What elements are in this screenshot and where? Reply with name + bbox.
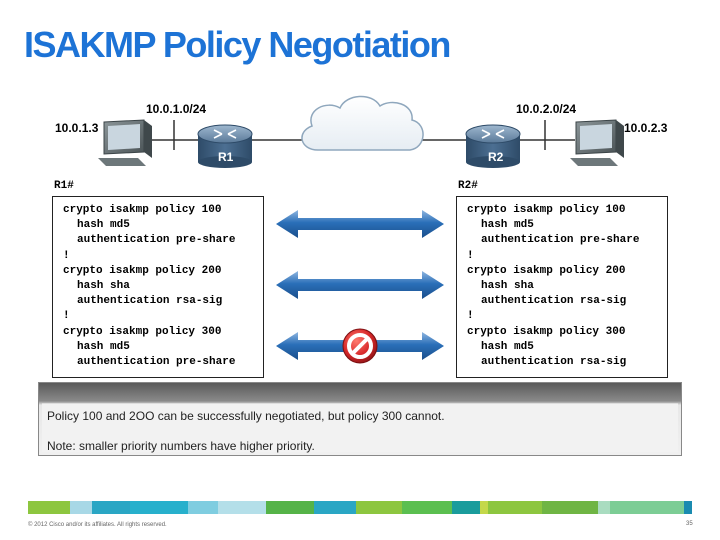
cloud-icon bbox=[301, 95, 424, 151]
negotiation-arrows bbox=[276, 210, 444, 364]
r2-config-line: authentication pre-share bbox=[481, 234, 640, 247]
pc-icon-right bbox=[570, 119, 624, 166]
note-box: Policy 100 and 2OO can be successfully n… bbox=[38, 382, 682, 456]
r2-config-line: hash sha bbox=[481, 279, 534, 292]
r2-config-box: crypto isakmp policy 100 hash md5 authen… bbox=[456, 196, 668, 378]
r2-config-line: crypto isakmp policy 100 bbox=[467, 204, 626, 216]
r1-config-line: ! bbox=[63, 249, 70, 262]
r1-config-line: crypto isakmp policy 100 bbox=[63, 204, 222, 216]
double-arrow-icon-policy-100 bbox=[276, 210, 444, 238]
r1-config-line: authentication pre-share bbox=[77, 234, 236, 247]
right-subnet-label: 10.0.2.0/24 bbox=[516, 102, 577, 116]
r1-config-line: hash sha bbox=[77, 279, 130, 292]
r1-config-line: authentication rsa-sig bbox=[77, 295, 223, 308]
note-content: Policy 100 and 2OO can be successfully n… bbox=[42, 403, 678, 453]
double-arrow-icon-policy-200 bbox=[276, 271, 444, 299]
r2-config-line: ! bbox=[467, 249, 474, 262]
left-router-label: R1 bbox=[218, 150, 234, 164]
r2-prompt: R2# bbox=[458, 180, 478, 192]
network-topology bbox=[98, 95, 624, 168]
r1-prompt: R1# bbox=[54, 180, 74, 192]
page-title: ISAKMP Policy Negotiation bbox=[24, 24, 451, 65]
r1-config-line: crypto isakmp policy 200 bbox=[63, 264, 222, 277]
r2-config-line: authentication rsa-sig bbox=[481, 295, 627, 308]
note-line-2: Note: smaller priority numbers have high… bbox=[47, 439, 315, 453]
r2-config-line: crypto isakmp policy 300 bbox=[467, 325, 626, 338]
no-entry-icon bbox=[342, 328, 378, 364]
router-icon-right bbox=[465, 124, 521, 168]
r2-config-line: authentication rsa-sig bbox=[481, 355, 627, 368]
r2-config-line: ! bbox=[467, 310, 474, 323]
r2-config-line: crypto isakmp policy 200 bbox=[467, 264, 626, 277]
r1-config-line: ! bbox=[63, 310, 70, 323]
left-host-label: 10.0.1.3 bbox=[55, 121, 99, 135]
r1-config-line: hash md5 bbox=[77, 219, 130, 232]
left-subnet-label: 10.0.1.0/24 bbox=[146, 102, 207, 116]
note-line-1: Policy 100 and 2OO can be successfully n… bbox=[47, 409, 445, 423]
right-host-label: 10.0.2.3 bbox=[624, 121, 668, 135]
r1-config-line: authentication pre-share bbox=[77, 355, 236, 368]
r1-config-line: hash md5 bbox=[77, 340, 130, 353]
copyright-text: © 2012 Cisco and/or its affiliates. All … bbox=[28, 522, 167, 528]
right-router-label: R2 bbox=[488, 150, 504, 164]
router-icon-left bbox=[197, 124, 253, 168]
page-number: 35 bbox=[686, 521, 693, 527]
r1-config-box: crypto isakmp policy 100 hash md5 authen… bbox=[52, 196, 264, 378]
r2-config-line: hash md5 bbox=[481, 340, 534, 353]
r2-config-line: hash md5 bbox=[481, 219, 534, 232]
pc-icon-left bbox=[98, 119, 152, 166]
r1-config-line: crypto isakmp policy 300 bbox=[63, 325, 222, 338]
